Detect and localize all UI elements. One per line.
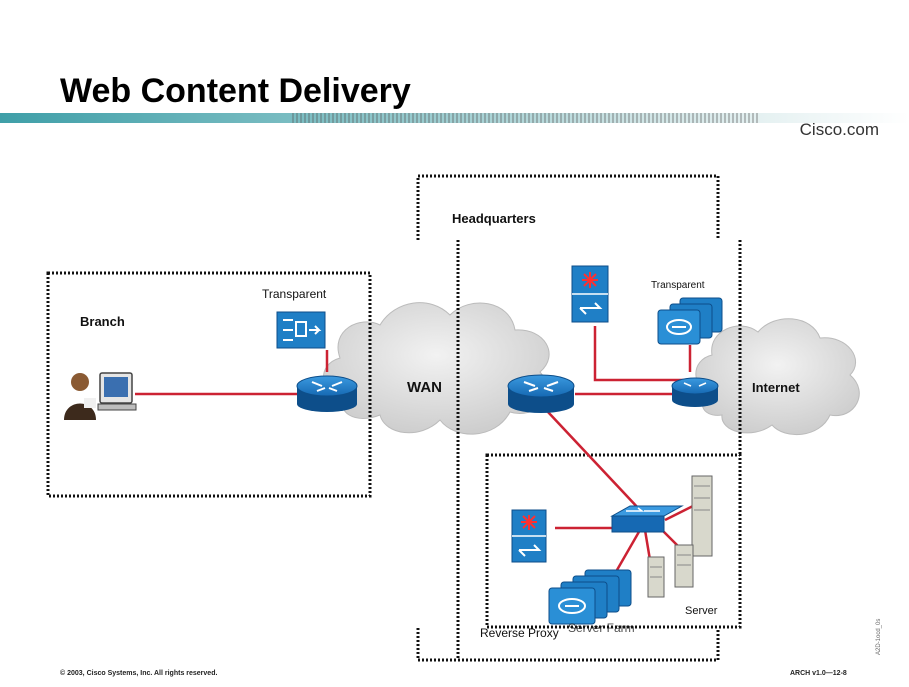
branch-region — [46, 271, 372, 498]
internet-label: Internet — [752, 380, 800, 395]
title-bar — [0, 113, 909, 123]
headquarters-label: Headquarters — [452, 211, 536, 226]
link-farm-server-3 — [664, 503, 696, 522]
link-farm-engines — [615, 529, 642, 571]
reverse-proxy-label: Reverse Proxy — [480, 626, 559, 640]
slide-code: A2D-1ocd_0s — [876, 619, 882, 655]
link-hq-switch — [593, 326, 690, 382]
hq-engine-label: Transparent — [651, 280, 705, 291]
hq-content-engines-icon — [657, 297, 723, 345]
internet-router-icon — [671, 377, 719, 407]
branch-engine-label: Transparent — [262, 287, 327, 301]
hq-router-icon — [507, 374, 575, 413]
internet-cloud: Internet — [695, 318, 860, 436]
server-tower-icon — [674, 544, 694, 588]
branch-label: Branch — [80, 314, 125, 329]
farm-content-engines-icon — [548, 569, 632, 625]
farm-lan-switch-icon — [610, 505, 684, 533]
brand-label: Cisco.com — [799, 120, 879, 139]
farm-content-switch-icon — [511, 509, 547, 563]
headquarters-top-border — [416, 174, 720, 240]
hq-content-switch-icon — [571, 265, 609, 323]
server-farm-label: Server Farm — [568, 621, 635, 635]
farm-bottom-border — [416, 628, 720, 662]
server-tower-icon — [647, 556, 665, 598]
branch-router-icon — [296, 375, 358, 412]
link-hq-router-farm-switch — [547, 411, 641, 511]
slide-title: Web Content Delivery — [60, 72, 411, 110]
slide-number-footer: ARCH v1.0—12-8 — [790, 670, 847, 677]
link-farm-server-1 — [643, 529, 652, 561]
user-workstation-icon — [64, 372, 137, 420]
server-farm-region — [485, 453, 742, 629]
branch-content-engine-icon — [276, 311, 326, 349]
server-label: Server — [685, 605, 718, 617]
wan-label: WAN — [407, 379, 442, 396]
server-tower-icon — [691, 475, 713, 557]
wan-cloud: WAN — [323, 302, 550, 435]
copyright-footer: © 2003, Cisco Systems, Inc. All rights r… — [60, 670, 218, 677]
